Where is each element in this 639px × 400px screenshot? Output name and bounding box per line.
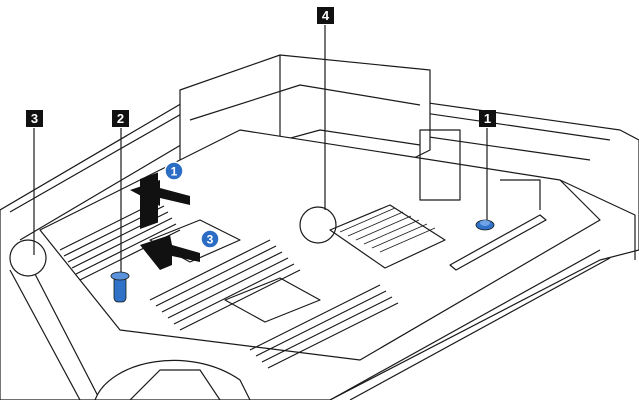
step-marker-3: 3 bbox=[200, 229, 220, 249]
detail-circle-center bbox=[299, 206, 337, 244]
slide-direction-arrows bbox=[130, 172, 200, 270]
dimm-slots-right bbox=[249, 284, 399, 369]
dimm-slots-center bbox=[149, 239, 301, 331]
callout-2: 2 bbox=[112, 110, 129, 127]
heatsink bbox=[329, 204, 446, 269]
step-marker-1-label: 1 bbox=[171, 165, 178, 179]
callout-3: 3 bbox=[26, 110, 43, 127]
step-marker-1: 1 bbox=[164, 161, 184, 181]
pcie-slot bbox=[449, 214, 547, 271]
magnified-detail-view bbox=[94, 359, 251, 400]
detail-circle-left bbox=[9, 239, 47, 277]
step-marker-3-label: 3 bbox=[207, 233, 214, 247]
arrow-lower bbox=[140, 235, 200, 270]
callout-1: 1 bbox=[479, 110, 496, 127]
lift-handle-pin bbox=[110, 271, 130, 303]
release-pin bbox=[475, 219, 495, 231]
system-board bbox=[39, 129, 601, 361]
callout-4: 4 bbox=[317, 7, 334, 24]
processor-socket-2 bbox=[224, 277, 321, 323]
